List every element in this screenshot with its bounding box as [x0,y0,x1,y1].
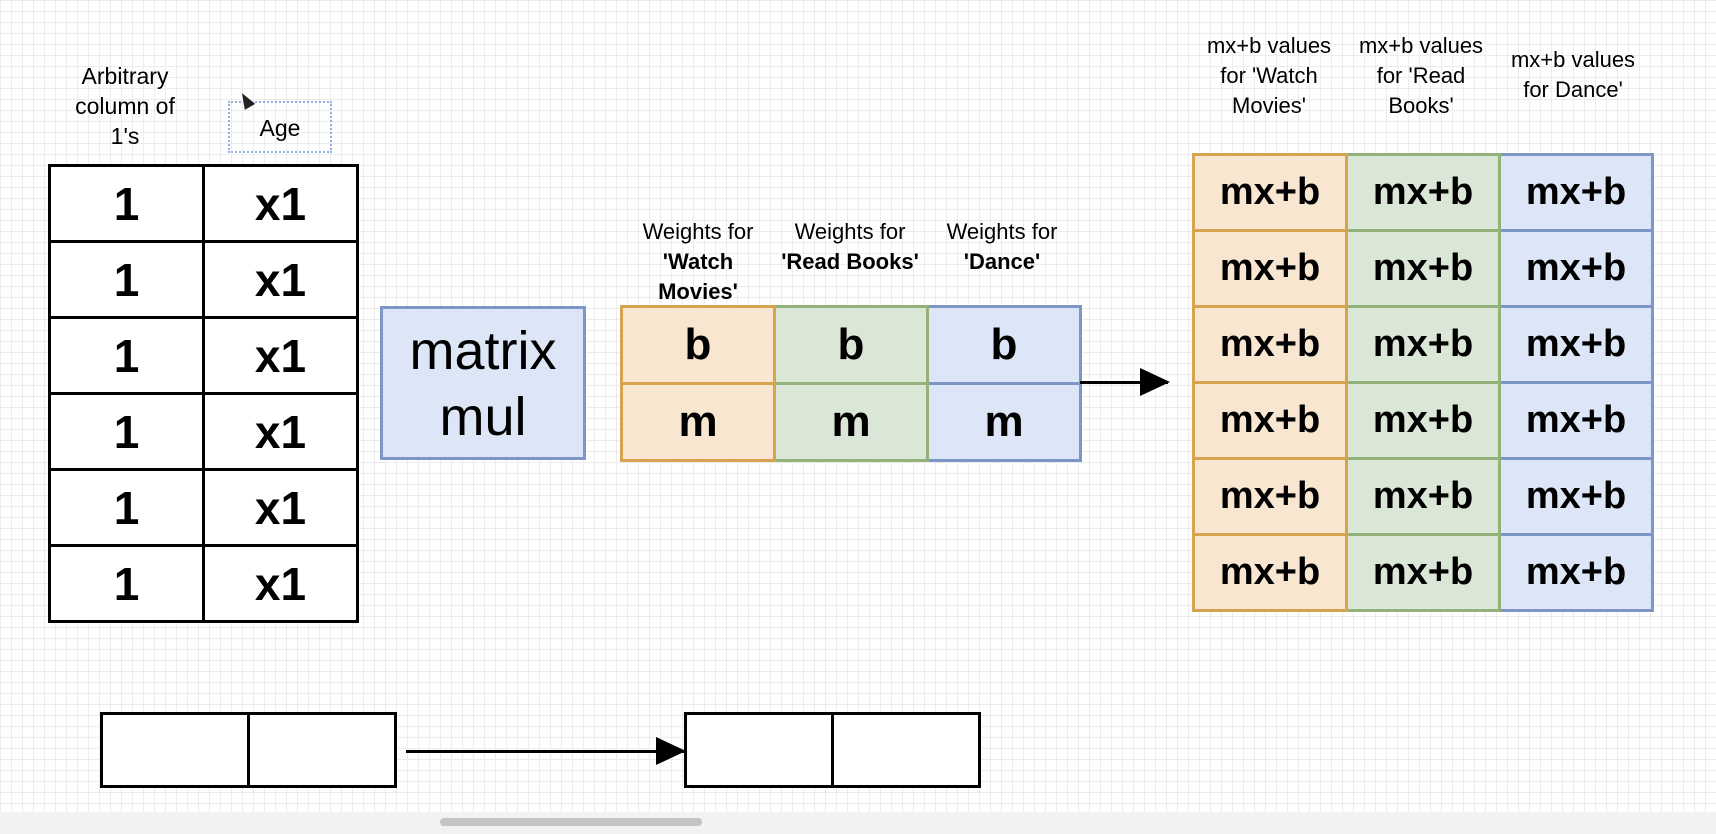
age-cell: x1 [202,392,359,471]
weights-header-prefix: Weights for [642,219,754,244]
output-header-watch-movies: mx+b values for 'Watch Movies' [1206,33,1332,118]
matrix-mul-line2: mul [439,387,527,447]
output-cell: mx+b [1345,533,1501,612]
ones-cell: 1 [48,392,205,471]
age-column-label[interactable]: Age [259,115,301,141]
output-cell: mx+b [1345,153,1501,232]
output-cell: mx+b [1192,305,1348,384]
weights-header-prefix: Weights for [946,219,1058,244]
selection-box[interactable] [228,101,332,153]
output-cell: mx+b [1192,533,1348,612]
empty-cell [684,712,834,788]
weights-header-name: 'Dance' [963,249,1041,274]
output-cell: mx+b [1345,457,1501,536]
output-cell: mx+b [1192,457,1348,536]
empty-cell [247,712,397,788]
weight-cell: b [620,305,776,385]
horizontal-scrollbar[interactable] [0,812,1716,834]
weight-cell: b [773,305,929,385]
empty-cell [831,712,981,788]
ones-column-label-text: Arbitrary column of 1's [75,63,175,149]
weights-header-name: 'Read Books' [781,249,919,274]
output-cell: mx+b [1498,229,1654,308]
age-cell: x1 [202,544,359,623]
empty-row-left [100,712,397,788]
weights-header-name: 'Watch Movies' [658,249,738,304]
weight-cell: m [773,382,929,462]
ones-cell: 1 [48,240,205,319]
bottom-arrow [406,737,686,765]
weights-header-read-books: Weights for 'Read Books' [774,217,926,277]
age-cell: x1 [202,316,359,395]
output-header-dance: mx+b values for Dance' [1510,47,1636,102]
output-cell: mx+b [1498,305,1654,384]
output-cell: mx+b [1498,153,1654,232]
ones-column-label: Arbitrary column of 1's [60,61,190,151]
age-cell: x1 [202,468,359,547]
output-cell: mx+b [1498,457,1654,536]
output-cell: mx+b [1192,153,1348,232]
output-cell: mx+b [1192,381,1348,460]
matrix-mul-line1: matrix [409,321,557,381]
output-cell: mx+b [1192,229,1348,308]
age-cell: x1 [202,240,359,319]
empty-cell [100,712,250,788]
weights-header-dance: Weights for 'Dance' [946,217,1058,277]
matrix-mul-box: matrix mul [380,306,586,460]
weight-cell: m [926,382,1082,462]
output-cell: mx+b [1498,381,1654,460]
output-arrow [1080,368,1170,396]
weights-header-watch-movies: Weights for 'Watch Movies' [622,217,774,307]
output-cell: mx+b [1345,381,1501,460]
output-cell: mx+b [1498,533,1654,612]
weights-header-prefix: Weights for [794,219,906,244]
weight-cell: m [620,382,776,462]
empty-row-right [684,712,981,788]
age-cell: x1 [202,164,359,243]
output-header-read-books: mx+b values for 'Read Books' [1358,33,1484,118]
output-cell: mx+b [1345,229,1501,308]
ones-cell: 1 [48,468,205,547]
scrollbar-thumb[interactable] [440,818,702,826]
weight-cell: b [926,305,1082,385]
ones-cell: 1 [48,164,205,243]
ones-cell: 1 [48,544,205,623]
output-cell: mx+b [1345,305,1501,384]
ones-cell: 1 [48,316,205,395]
